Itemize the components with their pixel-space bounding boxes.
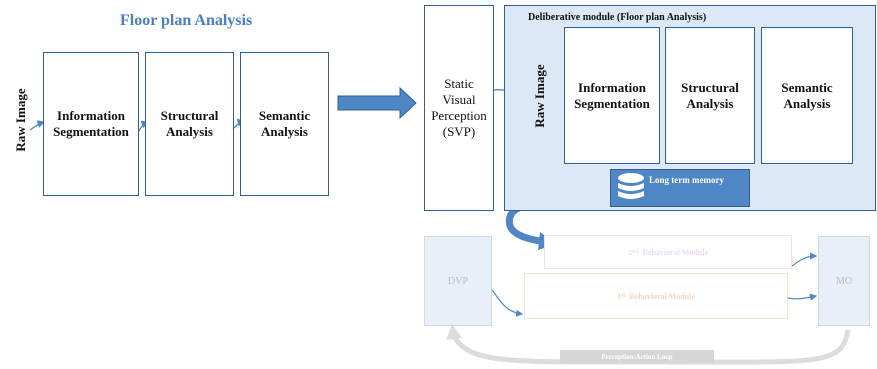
left-raw-image-label: Raw Image xyxy=(13,88,28,152)
arrow-behavioral2-to-mo xyxy=(791,252,818,267)
dvp-box: DVP xyxy=(424,236,492,326)
svp-line2: Visual xyxy=(442,92,476,107)
stage-label-line1: Information xyxy=(578,79,646,95)
stage-label-line2: Analysis xyxy=(783,95,831,111)
stage-label-line2: Segmentation xyxy=(53,124,129,139)
left-information-segmentation: Information Segmentation xyxy=(43,52,139,196)
deliberative-information-segmentation: Information Segmentation xyxy=(564,27,660,164)
loop-arrow-head xyxy=(446,324,462,340)
deliberative-title: Deliberative module (Floor plan Analysis… xyxy=(528,12,707,23)
arrow-raw-to-segmentation xyxy=(29,120,46,131)
deliberative-raw-image-label: Raw Image xyxy=(532,64,547,128)
deliberative-structural-analysis: Structural Analysis xyxy=(665,27,755,164)
behavioral-2-sup: nd xyxy=(631,249,639,255)
long-term-memory-label: Long term memory xyxy=(649,175,724,185)
stage-label-line1: Semantic xyxy=(781,79,833,95)
stage-label-line2: Analysis xyxy=(261,124,308,139)
stage-label-line1: Structural xyxy=(681,79,739,95)
stage-label-line2: Analysis xyxy=(686,95,734,111)
database-icon xyxy=(618,173,644,199)
arrow-behavioral1-to-mo xyxy=(787,293,818,301)
svp-box: Static Visual Perception (SVP) xyxy=(424,5,494,211)
arrow-dvp-to-behavioral1 xyxy=(491,289,524,317)
long-term-memory-bar: Long term memory xyxy=(610,169,750,207)
behavioral-1-num: 1 xyxy=(617,291,622,301)
stage-label-line1: Structural xyxy=(160,108,219,123)
behavioral-2-text: Behavioral Module xyxy=(642,247,709,257)
stage-label-line2: Segmentation xyxy=(574,95,650,111)
perception-action-loop-label: Perception/Action Loop xyxy=(560,350,714,363)
stage-label-line1: Information xyxy=(57,108,125,123)
svp-line3: Perception xyxy=(431,108,487,123)
stage-label-line1: Semantic xyxy=(258,108,311,123)
behavioral-1-text: Behavioral Module xyxy=(629,291,695,301)
left-semantic-analysis: Semantic Analysis xyxy=(240,52,329,196)
big-arrow-right xyxy=(337,86,417,120)
svp-line4: (SVP) xyxy=(442,124,476,139)
svp-line1: Static xyxy=(444,76,474,91)
left-structural-analysis: Structural Analysis xyxy=(145,52,234,196)
behavioral-2-num: 2 xyxy=(627,247,632,257)
left-title: Floor plan Analysis xyxy=(120,12,253,29)
behavioral-1-sup: st xyxy=(621,293,626,299)
mo-box: MO xyxy=(818,236,870,326)
stage-label-line2: Analysis xyxy=(166,124,213,139)
deliberative-semantic-analysis: Semantic Analysis xyxy=(761,27,853,164)
